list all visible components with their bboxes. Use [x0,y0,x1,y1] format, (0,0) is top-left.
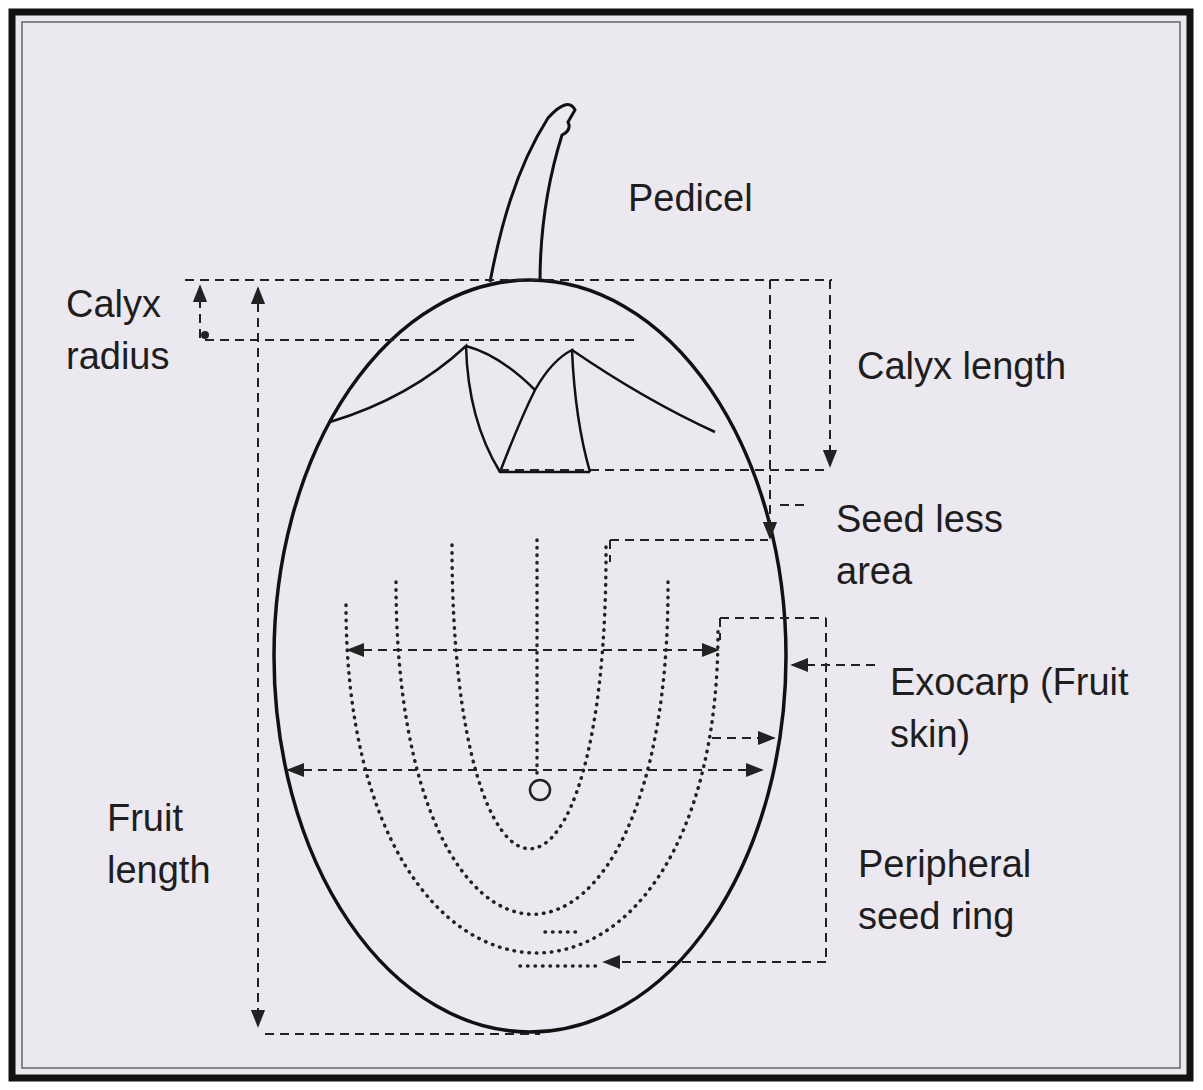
calyx-radius-label: Calyx radius [66,278,194,382]
calyx-outline [330,346,715,472]
calyx-radius-dot [201,331,209,339]
exocarp-label: Exocarp (Fruit skin) [890,656,1135,760]
seedless-area-label: Seed less area [836,493,1066,597]
seed-core [530,780,550,800]
fruit-length-label: Fruit length [107,792,247,896]
label-holder: Exocarp (Fruit skin) [890,656,1135,760]
pedicel-label: Pedicel [628,172,753,224]
seed-ring-label: Peripheral seed ring [858,838,1103,942]
seed-rings [346,540,718,966]
dimension-lines [185,280,875,1034]
pedicel-outline [490,105,575,282]
label-holder: Pedicel [628,172,753,224]
inner-frame [22,22,1180,1068]
label-holder: Calyx radius [66,278,194,382]
label-holder: Fruit length [107,792,247,896]
frame [12,12,1190,1078]
label-holder: Peripheral seed ring [858,838,1103,942]
label-holder: Calyx length [857,340,1066,392]
label-holder: Seed less area [836,493,1066,597]
fruit-outline [274,280,786,1032]
calyx-length-label: Calyx length [857,340,1066,392]
